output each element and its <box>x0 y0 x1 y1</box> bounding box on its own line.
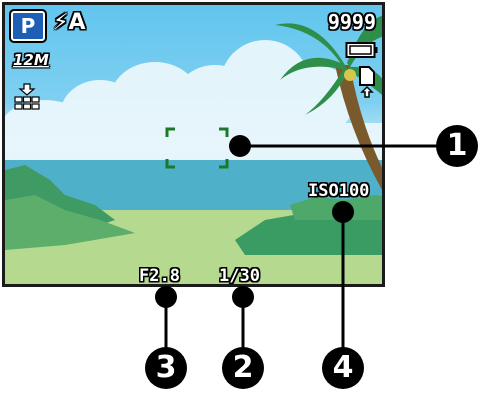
image-quality-icon <box>14 83 40 110</box>
callout-1: 1 <box>436 125 478 167</box>
focus-frame-icon <box>165 127 229 169</box>
camera-lcd-screen: P ⚡A 9999 12M ISO100 F2.8 1/30 <box>2 2 385 287</box>
coconut <box>344 69 356 81</box>
bushes-left-front <box>5 195 135 250</box>
shutter-speed-value: 1/30 <box>219 266 260 286</box>
battery-icon <box>345 42 378 58</box>
callout-3: 3 <box>145 347 187 389</box>
image-resolution: 12M <box>13 51 49 69</box>
palm-trunk <box>335 65 382 190</box>
callout-2: 2 <box>222 347 264 389</box>
iso-value: ISO100 <box>308 181 370 201</box>
shots-remaining: 9999 <box>327 10 376 34</box>
callout-4: 4 <box>322 347 364 389</box>
scene-background <box>5 15 382 284</box>
flash-auto-icon: ⚡A <box>53 10 86 35</box>
memory-card-icon <box>359 66 375 98</box>
aperture-value: F2.8 <box>139 266 180 286</box>
shooting-mode-badge: P <box>9 9 47 43</box>
